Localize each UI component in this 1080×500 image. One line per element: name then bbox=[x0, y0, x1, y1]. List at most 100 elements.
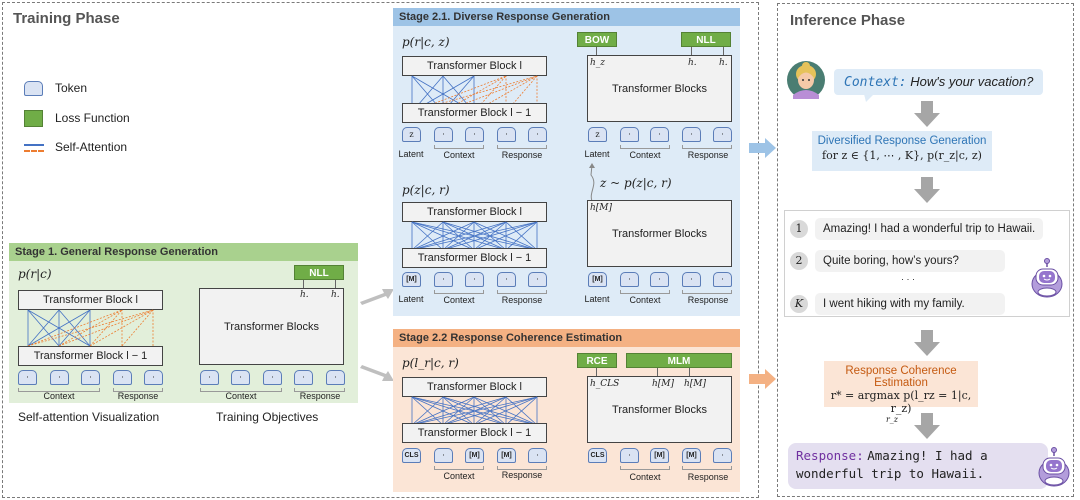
mlm-loss: MLM bbox=[626, 353, 732, 368]
candidate-number: K bbox=[790, 295, 808, 313]
stage21-bottom-formula: p(z|c, r) bbox=[402, 183, 450, 197]
response-label: Response: bbox=[796, 448, 864, 463]
legend-attention-label: Self-Attention bbox=[55, 140, 128, 154]
training-phase-frame bbox=[2, 2, 759, 498]
stage21-bottom-block-bottom: Transformer Block l − 1 bbox=[402, 248, 547, 268]
diverse-generation-formula: for z ∈ {1, ⋯ , K}, p(r_z|c, z) bbox=[822, 149, 982, 162]
stage21-top-transformer-blocks: Transformer Blocks bbox=[587, 55, 732, 122]
response-label: Response bbox=[687, 150, 729, 160]
bidirectional-attention-line bbox=[411, 396, 507, 426]
token: · bbox=[620, 272, 639, 287]
arrow-up bbox=[689, 368, 690, 376]
context-label: Context bbox=[443, 150, 475, 160]
h-label: h. bbox=[719, 58, 728, 68]
causal-attention-line bbox=[442, 75, 538, 113]
token: · bbox=[434, 272, 453, 287]
legend-token-label: Token bbox=[55, 81, 88, 95]
stage22-title: Stage 2.2 Response Coherence Estimation bbox=[393, 329, 740, 347]
mask-token: [M] bbox=[465, 448, 484, 463]
coherence-estimation-formula: r* = argmax p(l_rz = 1|c, r_z) bbox=[830, 389, 972, 415]
token: · bbox=[113, 370, 132, 385]
legend-loss-label: Loss Function bbox=[55, 111, 130, 125]
stage1-nll-loss: NLL bbox=[294, 265, 344, 280]
token: · bbox=[263, 370, 282, 385]
response-label: Response bbox=[501, 150, 543, 160]
h-label: h. bbox=[688, 58, 697, 68]
token: · bbox=[200, 370, 219, 385]
latent-label: Latent bbox=[584, 294, 610, 304]
ellipsis: · · · bbox=[901, 274, 915, 284]
diverse-generation-box: Diversified Response Generation for z ∈ … bbox=[812, 131, 992, 171]
cls-token: CLS bbox=[402, 448, 421, 463]
caption-self-attention: Self-attention Visualization bbox=[18, 410, 160, 424]
stage1-formula: p(r|c) bbox=[18, 267, 52, 281]
mask-token: [M] bbox=[650, 448, 669, 463]
bidirectional-attention-line bbox=[442, 221, 538, 251]
h-z-label: h_z bbox=[590, 58, 606, 68]
context-brace bbox=[18, 388, 100, 392]
training-phase-title: Training Phase bbox=[13, 10, 120, 27]
bidirectional-attention-line bbox=[473, 221, 538, 251]
latent-token: z bbox=[588, 127, 607, 142]
stage21-bottom-transformer-blocks-label: Transformer Blocks bbox=[612, 227, 707, 240]
h-mask-label: h[M] bbox=[652, 379, 675, 389]
response-brace bbox=[497, 145, 547, 149]
latent-label: Latent bbox=[398, 149, 424, 159]
stage1-transformer-blocks-label: Transformer Blocks bbox=[224, 320, 319, 333]
coherence-estimation-box: Response Coherence Estimation r* = argma… bbox=[824, 361, 978, 424]
token: · bbox=[465, 272, 484, 287]
arrow-up bbox=[303, 280, 304, 288]
diverse-generation-title: Diversified Response Generation bbox=[817, 135, 987, 147]
token: · bbox=[497, 127, 516, 142]
stage21-top-formula: p(r|c, z) bbox=[402, 35, 450, 49]
candidate-number: 2 bbox=[790, 252, 808, 270]
robot-icon bbox=[1038, 447, 1070, 487]
causal-attention-line bbox=[89, 309, 123, 347]
stage1-title: Stage 1. General Response Generation bbox=[9, 243, 358, 261]
down-arrow-icon bbox=[914, 101, 940, 127]
stage1-block-bottom: Transformer Block l − 1 bbox=[18, 346, 163, 366]
stage21-top-block-top: Transformer Block l bbox=[402, 56, 547, 76]
stage21-top-block-bottom: Transformer Block l − 1 bbox=[402, 103, 547, 123]
bidirectional-attention-line bbox=[411, 396, 538, 426]
stage22-transformer-blocks: Transformer Blocks bbox=[587, 376, 732, 443]
mask-token: [M] bbox=[682, 448, 701, 463]
context-brace bbox=[434, 466, 484, 470]
token: · bbox=[528, 448, 547, 463]
candidate-number: 1 bbox=[790, 220, 808, 238]
arrow-blue-to-inference-icon bbox=[749, 138, 776, 158]
bidirectional-attention-line bbox=[27, 309, 91, 347]
arrow-orange-to-inference-icon bbox=[749, 369, 776, 389]
bidirectional-attention-line bbox=[411, 221, 538, 251]
down-arrow-icon bbox=[914, 330, 940, 356]
bow-loss: BOW bbox=[577, 32, 617, 47]
token: · bbox=[713, 448, 732, 463]
token: · bbox=[434, 127, 453, 142]
final-response-box: Response: Amazing! I had a wonderful tri… bbox=[788, 443, 1048, 489]
token: · bbox=[620, 448, 639, 463]
nll-loss: NLL bbox=[681, 32, 731, 47]
bidirectional-attention-line bbox=[442, 396, 538, 426]
stage21-bottom-attention-lines bbox=[411, 221, 538, 251]
context-brace bbox=[620, 466, 670, 470]
stage21-panel: Stage 2.1. Diverse Response Generation p… bbox=[393, 8, 740, 316]
token: · bbox=[18, 370, 37, 385]
token: · bbox=[528, 127, 547, 142]
user-avatar-icon bbox=[787, 61, 825, 99]
token: · bbox=[682, 127, 701, 142]
response-label: Response bbox=[117, 391, 159, 401]
stage22-formula: p(l_r|c, r) bbox=[402, 356, 459, 370]
inference-phase-title: Inference Phase bbox=[790, 12, 906, 29]
response-brace bbox=[682, 145, 732, 149]
response-brace bbox=[682, 466, 732, 470]
causal-attention-line bbox=[27, 309, 123, 347]
mask-token: [M] bbox=[588, 272, 607, 287]
stage22-attention-lines bbox=[411, 396, 538, 426]
stage1-panel: Stage 1. General Response Generation p(r… bbox=[9, 243, 358, 403]
context-label: Context bbox=[443, 471, 475, 481]
context-label: Context bbox=[629, 150, 661, 160]
response-label: Response bbox=[501, 470, 543, 480]
response-label: Response bbox=[687, 472, 729, 482]
context-label: Context: bbox=[844, 75, 907, 90]
causal-attention-line bbox=[121, 309, 154, 347]
